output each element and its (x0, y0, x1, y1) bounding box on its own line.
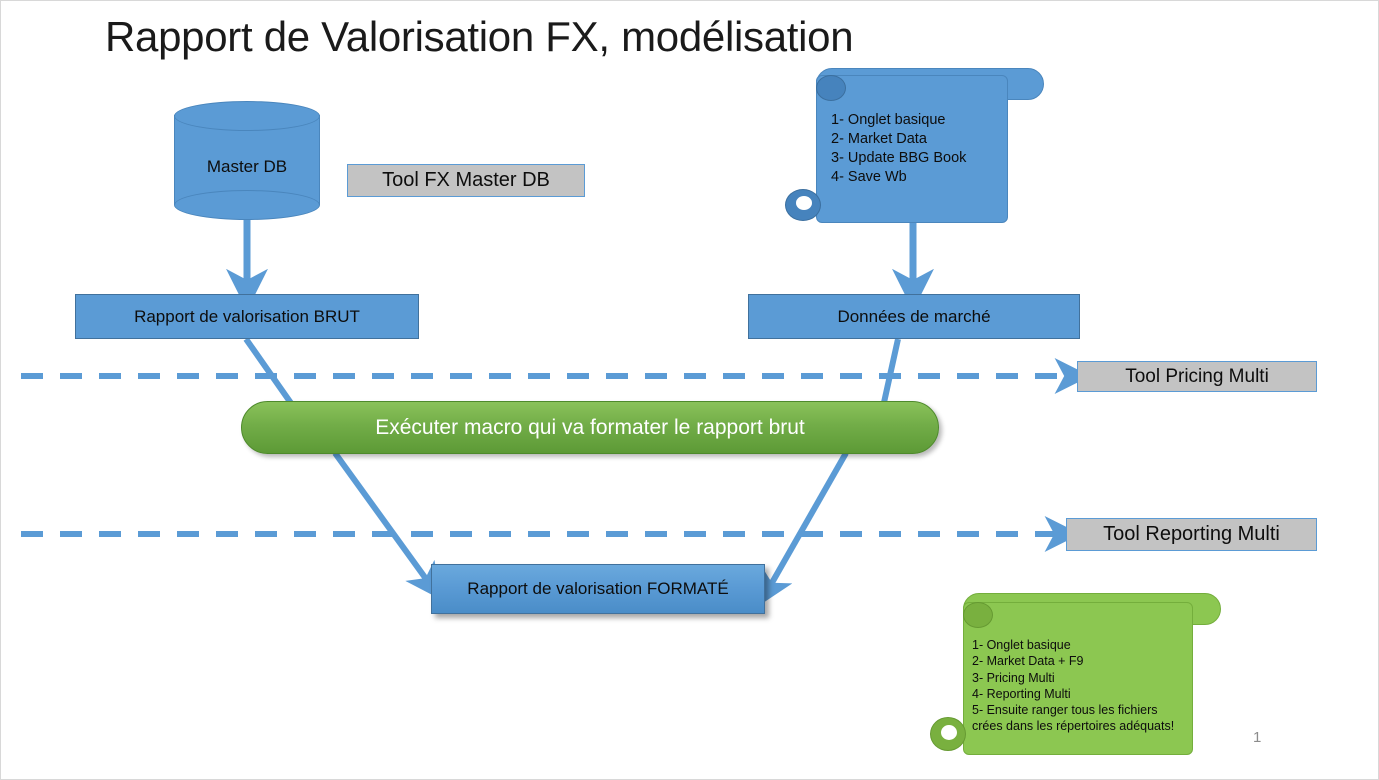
master-db-label: Master DB (206, 157, 288, 176)
cylinder-top-ellipse (174, 101, 320, 131)
scroll-green-text: 1- Onglet basique 2- Market Data + F9 3-… (972, 638, 1175, 734)
node-donnees-de-marche[interactable]: Données de marché (748, 294, 1080, 339)
page-number: 1 (1253, 729, 1262, 746)
scroll-green-body (963, 602, 1193, 755)
tag-tool-fx-master-db[interactable]: Tool FX Master DB (347, 164, 585, 197)
scroll-green-top-curl (963, 602, 993, 628)
scroll-blue-body (816, 75, 1008, 223)
node-master-db[interactable]: Master DB (174, 101, 320, 220)
connector-macro-to-formatted-left (332, 451, 441, 600)
connector-raw-to-macro (243, 337, 296, 408)
scroll-blue-text: 1- Onglet basique 2- Market Data 3- Upda… (831, 112, 967, 185)
tag-tool-pricing-multi[interactable]: Tool Pricing Multi (1077, 361, 1317, 392)
scroll-blue-bottom-curl-hole (796, 196, 812, 210)
node-rapport-valorisation-formate[interactable]: Rapport de valorisation FORMATÉ (431, 564, 765, 614)
note-scroll-blue[interactable]: 1- Onglet basique 2- Market Data 3- Upda… (783, 63, 1051, 225)
connector-marketdata-to-macro (880, 338, 901, 408)
page-title: Rapport de Valorisation FX, modélisation (105, 13, 854, 60)
tag-tool-reporting-multi[interactable]: Tool Reporting Multi (1066, 518, 1317, 551)
scroll-green-bottom-curl-hole (941, 725, 957, 740)
note-scroll-green[interactable]: 1- Onglet basique 2- Market Data + F9 3-… (926, 589, 1226, 761)
scroll-blue-top-curl (816, 75, 846, 101)
connector-macro-to-formatted-right (758, 451, 849, 606)
cylinder-bottom-ellipse (174, 190, 320, 220)
node-rapport-valorisation-brut[interactable]: Rapport de valorisation BRUT (75, 294, 419, 339)
node-executer-macro[interactable]: Exécuter macro qui va formater le rappor… (241, 401, 939, 454)
